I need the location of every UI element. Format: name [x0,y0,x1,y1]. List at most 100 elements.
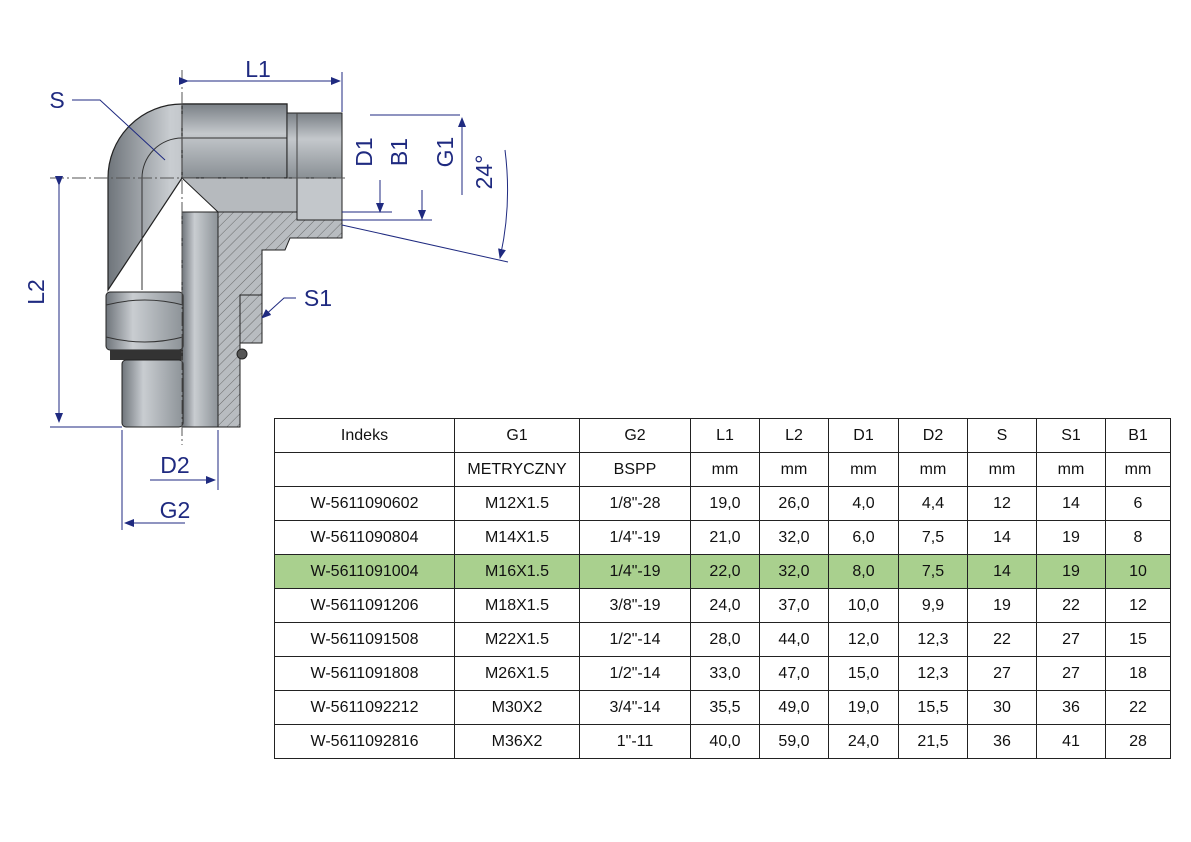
table-cell: 8,0 [828,554,899,589]
label-s: S [49,87,64,113]
table-cell: 27 [967,656,1037,691]
table-cell: D2 [898,418,968,453]
table-cell: 22 [1105,690,1171,725]
table-cell: 59,0 [759,724,829,759]
table-cell: L1 [690,418,760,453]
table-cell: 1/2"-14 [579,622,691,657]
table-cell: 12,0 [828,622,899,657]
table-cell: 15 [1105,622,1171,657]
table-cell: 4,4 [898,486,968,521]
label-g1: G1 [432,137,458,168]
table-cell [274,452,455,487]
table-cell: D1 [828,418,899,453]
table-cell: 6 [1105,486,1171,521]
table-cell: 44,0 [759,622,829,657]
label-b1: B1 [386,138,412,166]
table-cell: mm [1036,452,1106,487]
table-cell: 21,0 [690,520,760,555]
table-cell: 10 [1105,554,1171,589]
label-l2: L2 [23,279,49,305]
table-cell: 15,0 [828,656,899,691]
table-cell: S [967,418,1037,453]
table-cell: 15,5 [898,690,968,725]
table-cell: 1/8"-28 [579,486,691,521]
table-cell: M14X1.5 [454,520,580,555]
table-cell: M26X1.5 [454,656,580,691]
table-cell: mm [759,452,829,487]
table-cell: G1 [454,418,580,453]
table-cell: 27 [1036,622,1106,657]
table-cell: S1 [1036,418,1106,453]
table-cell: 12 [967,486,1037,521]
table-cell: 33,0 [690,656,760,691]
table-cell: M36X2 [454,724,580,759]
table-cell: 37,0 [759,588,829,623]
table-cell: mm [967,452,1037,487]
table-cell: 19,0 [690,486,760,521]
table-cell: M16X1.5 [454,554,580,589]
table-cell: 9,9 [898,588,968,623]
table-cell: L2 [759,418,829,453]
table-cell: 27 [1036,656,1106,691]
table-cell: 19 [1036,554,1106,589]
table-cell: 30 [967,690,1037,725]
table-cell: W-5611091206 [274,588,455,623]
table-cell: M12X1.5 [454,486,580,521]
table-cell: M22X1.5 [454,622,580,657]
table-cell: W-5611090602 [274,486,455,521]
table-cell: 7,5 [898,554,968,589]
table-cell: 49,0 [759,690,829,725]
table-cell: 24,0 [828,724,899,759]
label-angle: 24° [471,155,497,190]
table-cell: B1 [1105,418,1171,453]
table-cell: 12 [1105,588,1171,623]
table-cell: 32,0 [759,520,829,555]
table-cell: 7,5 [898,520,968,555]
table-cell: 14 [1036,486,1106,521]
table-cell: G2 [579,418,691,453]
table-cell: 28 [1105,724,1171,759]
label-g2: G2 [160,497,191,523]
table-cell: METRYCZNY [454,452,580,487]
table-cell: 22 [967,622,1037,657]
table-cell: 19,0 [828,690,899,725]
table-cell: mm [690,452,760,487]
fitting-body [105,103,343,428]
table-cell: BSPP [579,452,691,487]
table-cell: 22,0 [690,554,760,589]
table-cell: 41 [1036,724,1106,759]
table-cell: W-5611091508 [274,622,455,657]
table-cell: mm [828,452,899,487]
table-cell: 1/4"-19 [579,554,691,589]
table-cell: 21,5 [898,724,968,759]
table-cell: 22 [1036,588,1106,623]
table-cell: 6,0 [828,520,899,555]
table-cell: 1/4"-19 [579,520,691,555]
table-cell: 19 [1036,520,1106,555]
elbow-fitting-drawing: L1 S L2 D1 B1 G1 24° S1 D2 G2 [23,56,509,530]
label-d2: D2 [160,452,189,478]
table-cell: W-5611091808 [274,656,455,691]
table-cell: 14 [967,554,1037,589]
table-cell: 12,3 [898,656,968,691]
table-cell: 19 [967,588,1037,623]
table-cell: 18 [1105,656,1171,691]
table-cell: mm [898,452,968,487]
table-cell: 4,0 [828,486,899,521]
table-cell: 12,3 [898,622,968,657]
table-cell: 35,5 [690,690,760,725]
table-cell: W-5611092816 [274,724,455,759]
table-cell: 3/4"-14 [579,690,691,725]
table-cell: 32,0 [759,554,829,589]
label-s1: S1 [304,285,332,311]
